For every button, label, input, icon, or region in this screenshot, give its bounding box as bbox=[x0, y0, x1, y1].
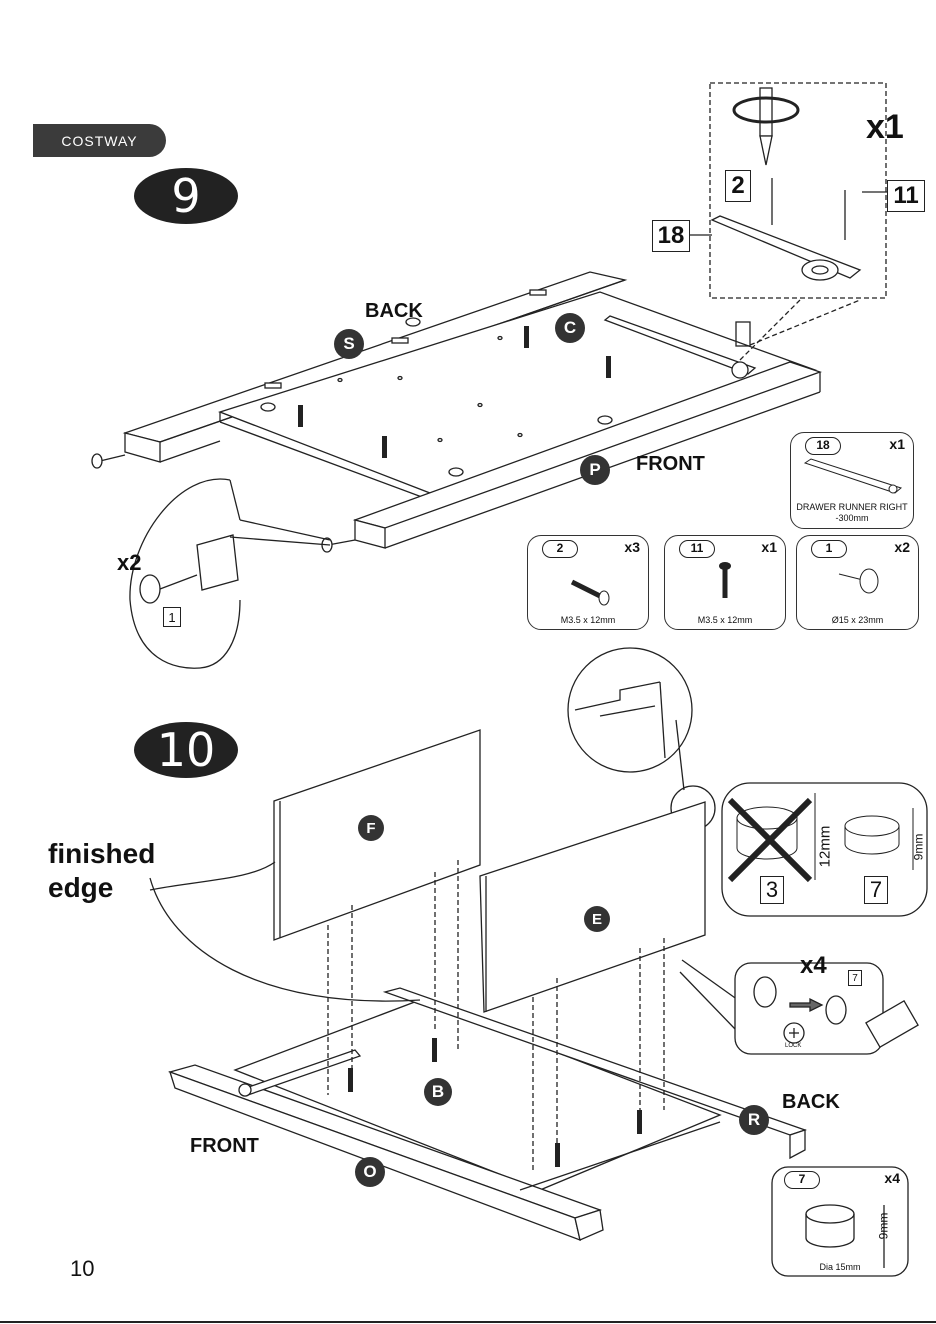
wrong-cam-callout: 3 bbox=[760, 876, 784, 904]
part-7-caption: Dia 15mm bbox=[772, 1262, 908, 1272]
part-1-box: 1 x2 Ø15 x 23mm bbox=[796, 535, 919, 630]
panel-e-badge: E bbox=[584, 906, 610, 932]
wrong-cam-dim: 12mm bbox=[816, 826, 833, 868]
part-1-caption: Ø15 x 23mm bbox=[797, 615, 918, 625]
panel-f-badge: F bbox=[358, 815, 384, 841]
panel-b-badge: B bbox=[424, 1078, 452, 1106]
qty-x4-label: x4 bbox=[800, 952, 827, 980]
front-label: FRONT bbox=[636, 453, 705, 476]
part-7-box: 7 x4 9mm Dia 15mm bbox=[772, 1167, 908, 1276]
part-18-box: 18 x1 DRAWER RUNNER RIGHT -300mm bbox=[790, 432, 914, 529]
back-label: BACK bbox=[365, 300, 423, 323]
callout-18: 18 bbox=[652, 220, 690, 252]
callout-2: 2 bbox=[725, 170, 751, 202]
part-2-caption: M3.5 x 12mm bbox=[528, 615, 648, 625]
finished-edge-label-1: finished bbox=[48, 838, 155, 870]
part-18-caption: DRAWER RUNNER RIGHT -300mm bbox=[791, 502, 913, 524]
correct-cam-dim: 9mm bbox=[911, 834, 925, 861]
back-label: BACK bbox=[782, 1091, 840, 1114]
part-2-box: 2 x3 M3.5 x 12mm bbox=[527, 535, 649, 630]
step-9-badge: 9 bbox=[134, 168, 238, 224]
qty-x1-label: x1 bbox=[866, 108, 904, 147]
qty-x2-label: x2 bbox=[117, 550, 141, 576]
part-7-qty: x4 bbox=[884, 1170, 900, 1186]
panel-c-badge: C bbox=[555, 313, 585, 343]
page-number: 10 bbox=[70, 1256, 94, 1282]
callout-11: 11 bbox=[887, 180, 925, 212]
finished-edge-label-2: edge bbox=[48, 872, 113, 904]
panel-s-badge: S bbox=[334, 329, 364, 359]
front-label: FRONT bbox=[190, 1135, 259, 1158]
correct-cam-callout: 7 bbox=[864, 876, 888, 904]
panel-p-badge: P bbox=[580, 455, 610, 485]
part-7-dim: 9mm bbox=[876, 1213, 890, 1240]
brand-logo: COSTWAY bbox=[33, 124, 166, 157]
callout-7: 7 bbox=[848, 970, 862, 986]
step-10-badge: 10 bbox=[134, 722, 238, 778]
panel-o-badge: O bbox=[355, 1157, 385, 1187]
part-11-caption: M3.5 x 12mm bbox=[665, 615, 785, 625]
callout-1: 1 bbox=[163, 607, 181, 627]
lock-label: LOCK bbox=[785, 1043, 801, 1049]
bottom-panel-b bbox=[235, 1000, 720, 1190]
part-11-box: 11 x1 M3.5 x 12mm bbox=[664, 535, 786, 630]
part-7-id: 7 bbox=[784, 1171, 820, 1189]
panel-r-badge: R bbox=[739, 1105, 769, 1135]
